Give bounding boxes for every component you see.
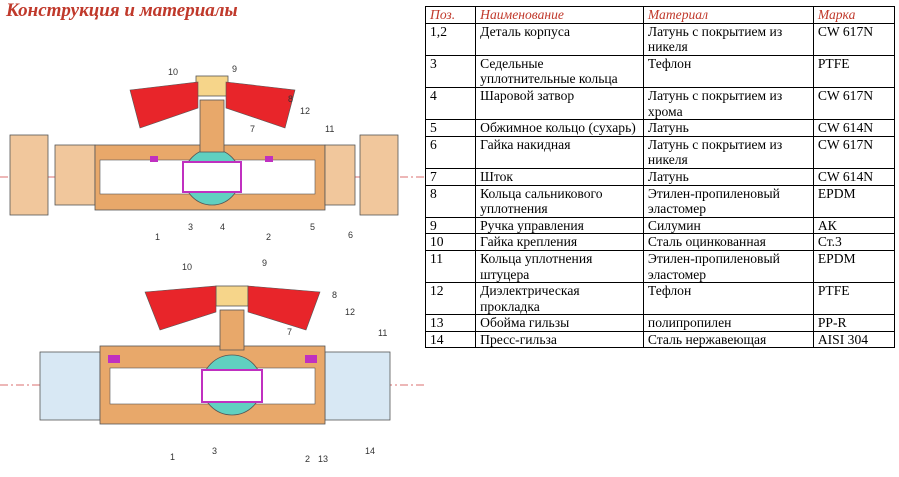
table-row: 3 Седельные уплотнительные кольца Тефлон…: [424, 54, 896, 88]
table-cell: CW 614N: [812, 119, 896, 137]
table-cell: CW 617N: [812, 22, 896, 56]
diagram-label: 10: [168, 67, 178, 77]
diagram-label: 6: [348, 230, 353, 240]
page-title: Конструкция и материалы: [6, 0, 238, 21]
table-cell: Латунь с покрытием из никеля: [642, 135, 814, 169]
diagram-label: 1: [155, 232, 160, 242]
table-cell: 11: [424, 249, 477, 284]
table-row: 6 Гайка накидная Латунь с покрытием из н…: [424, 135, 896, 169]
table-cell: Кольца уплотнения штуцера: [475, 249, 644, 284]
table-cell: Гайка крепления: [475, 233, 644, 251]
diagram-label: 12: [345, 307, 355, 317]
table-cell: Латунь: [642, 119, 814, 137]
table-cell: Этилен-пропиленовый эластомер: [642, 249, 814, 284]
table-cell: Пресс-гильза: [475, 330, 644, 349]
table-cell: 5: [424, 119, 477, 137]
diagram-label: 14: [365, 446, 375, 456]
table-cell: Ручка управления: [475, 216, 644, 235]
table-cell: Кольца сальникового уплотнения: [475, 184, 644, 218]
valve-drawings: 10 9 8 12 7 11 1 3 4 2 5 6 10 9 8 12: [0, 64, 425, 464]
top-valve-drawing: 10 9 8 12 7 11 1 3 4 2 5 6: [0, 64, 425, 242]
table-cell: CW 617N: [812, 86, 896, 121]
table-cell: 4: [424, 86, 477, 121]
diagram-label: 2: [305, 454, 310, 464]
diagram-label: 8: [288, 94, 293, 104]
diagram-label: 10: [182, 262, 192, 272]
diagram-label: 3: [188, 222, 193, 232]
table-cell: Шаровой затвор: [475, 86, 644, 121]
column-header: Наименование: [475, 6, 644, 24]
diagram-label: 7: [287, 327, 292, 337]
diagram-label: 11: [378, 328, 387, 338]
table-cell: Тефлон: [642, 282, 814, 316]
table-header-row: Поз. Наименование Материал Марка: [424, 6, 896, 24]
diagram-label: 5: [310, 222, 315, 232]
table-cell: 9: [424, 216, 477, 235]
table-row: 8 Кольца сальникового уплотнения Этилен-…: [424, 184, 896, 218]
table-cell: 13: [424, 314, 477, 332]
table-cell: PTFE: [812, 54, 896, 88]
table-cell: AISI 304: [812, 330, 896, 349]
table-cell: Деталь корпуса: [475, 22, 644, 56]
table-row: 4 Шаровой затвор Латунь с покрытием из х…: [424, 86, 896, 121]
table-cell: Силумин: [642, 216, 814, 235]
materials-table: Поз. Наименование Материал Марка 1,2 Дет…: [424, 6, 896, 349]
diagram-label: 7: [250, 124, 255, 134]
table-cell: Тефлон: [642, 54, 814, 88]
bottom-valve-drawing: 10 9 8 12 7 11 1 3 2 13 14: [0, 258, 425, 464]
table-cell: 8: [424, 184, 477, 218]
table-cell: 3: [424, 54, 477, 88]
diagram-label: 9: [262, 258, 267, 268]
table-cell: 7: [424, 167, 477, 186]
table-row: 9 Ручка управления Силумин АК: [424, 216, 896, 235]
table-cell: Латунь: [642, 167, 814, 186]
table-cell: 6: [424, 135, 477, 169]
table-cell: EPDM: [812, 249, 896, 284]
table-row: 10 Гайка крепления Сталь оцинкованная Ст…: [424, 233, 896, 251]
diagram-label: 1: [170, 452, 175, 462]
table-row: 5 Обжимное кольцо (сухарь) Латунь CW 614…: [424, 119, 896, 137]
column-header: Поз.: [424, 6, 477, 24]
table-cell: Шток: [475, 167, 644, 186]
table-row: 11 Кольца уплотнения штуцера Этилен-проп…: [424, 249, 896, 284]
table-cell: Гайка накидная: [475, 135, 644, 169]
table-row: 14 Пресс-гильза Сталь нержавеющая AISI 3…: [424, 330, 896, 349]
table-cell: CW 617N: [812, 135, 896, 169]
table-cell: Латунь с покрытием из хрома: [642, 86, 814, 121]
table-cell: Седельные уплотнительные кольца: [475, 54, 644, 88]
table-cell: Сталь нержавеющая: [642, 330, 814, 349]
table-cell: Этилен-пропиленовый эластомер: [642, 184, 814, 218]
diagram-label: 8: [332, 290, 337, 300]
table-cell: EPDM: [812, 184, 896, 218]
diagram-label: 13: [318, 454, 328, 464]
table-cell: Сталь оцинкованная: [642, 233, 814, 251]
table-cell: Обжимное кольцо (сухарь): [475, 119, 644, 137]
table-cell: Обойма гильзы: [475, 314, 644, 332]
diagram-label: 9: [232, 64, 237, 74]
table-row: 13 Обойма гильзы полипропилен PP-R: [424, 314, 896, 332]
diagram-label: 3: [212, 446, 217, 456]
table-cell: CW 614N: [812, 167, 896, 186]
diagram-label: 4: [220, 222, 225, 232]
table-cell: Ст.3: [812, 233, 896, 251]
table-cell: Латунь с покрытием из никеля: [642, 22, 814, 56]
table-cell: 14: [424, 330, 477, 349]
table-cell: 1,2: [424, 22, 477, 56]
table-cell: PTFE: [812, 282, 896, 316]
diagram-label: 2: [266, 232, 271, 242]
table-cell: PP-R: [812, 314, 896, 332]
table-cell: полипропилен: [642, 314, 814, 332]
column-header: Материал: [642, 6, 814, 24]
table-cell: АК: [812, 216, 896, 235]
table-cell: Диэлектрическая прокладка: [475, 282, 644, 316]
diagram-label: 11: [325, 124, 334, 134]
diagram-label: 12: [300, 106, 310, 116]
table-cell: 10: [424, 233, 477, 251]
table-row: 12 Диэлектрическая прокладка Тефлон PTFE: [424, 282, 896, 316]
column-header: Марка: [812, 6, 896, 24]
table-row: 7 Шток Латунь CW 614N: [424, 167, 896, 186]
table-row: 1,2 Деталь корпуса Латунь с покрытием из…: [424, 22, 896, 56]
table-cell: 12: [424, 282, 477, 316]
